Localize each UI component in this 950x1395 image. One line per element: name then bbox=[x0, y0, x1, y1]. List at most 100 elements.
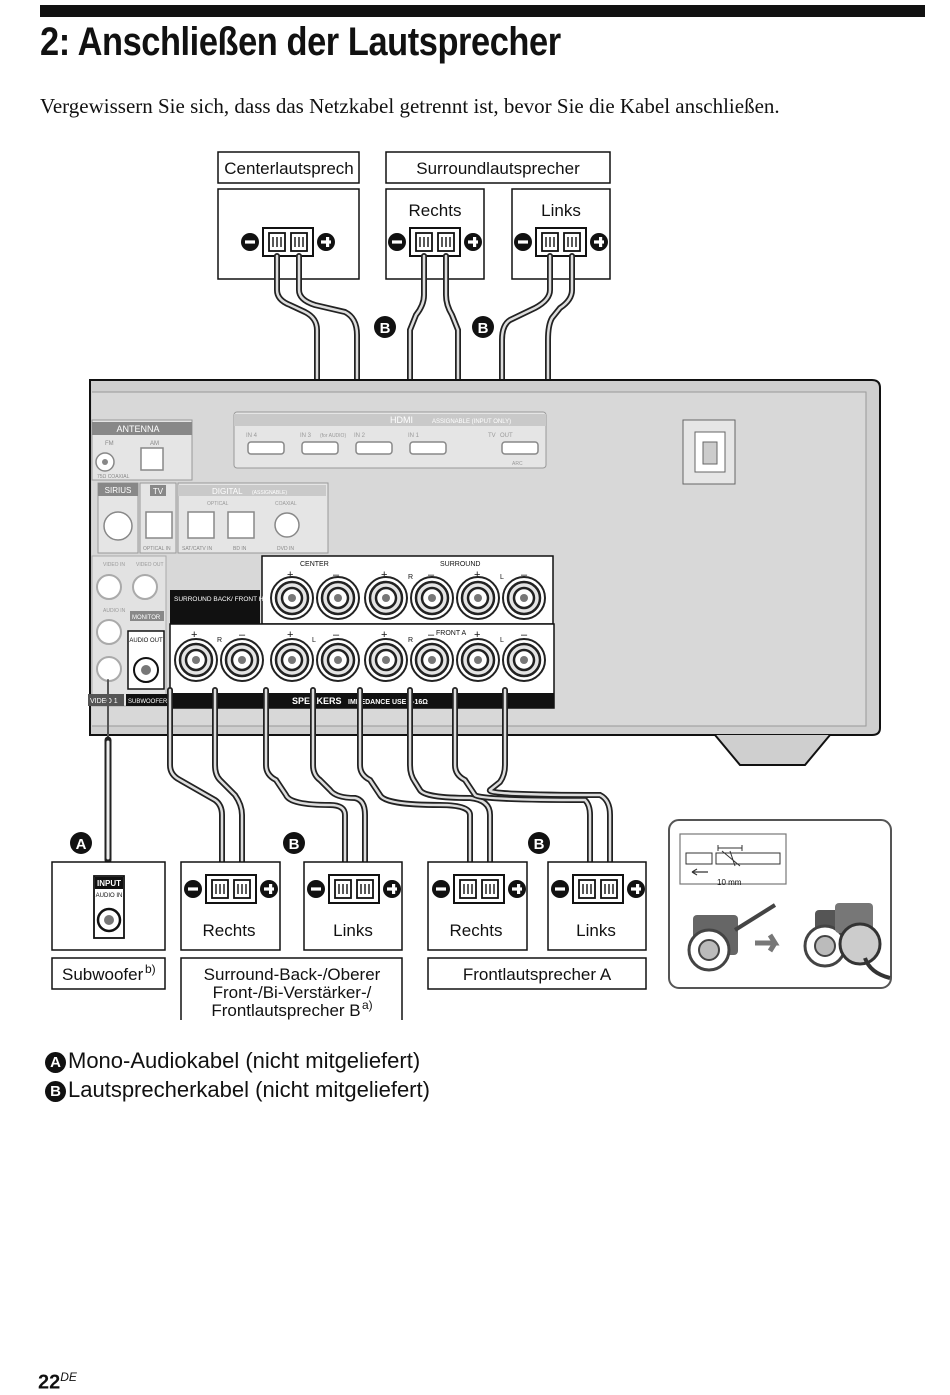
svg-text:MONITOR: MONITOR bbox=[132, 615, 161, 621]
svg-text:VIDEO IN: VIDEO IN bbox=[103, 562, 125, 568]
svg-text:SUBWOOFER: SUBWOOFER bbox=[128, 699, 168, 705]
wire-stripping-inset: 10 mm bbox=[668, 819, 892, 989]
svg-text:Surround-Back-/Oberer: Surround-Back-/Oberer bbox=[204, 965, 381, 984]
svg-text:+: + bbox=[381, 569, 387, 581]
svg-text:ANTENNA: ANTENNA bbox=[116, 424, 159, 434]
bottom-speaker-cables bbox=[104, 679, 613, 881]
svg-text:+: + bbox=[381, 629, 387, 641]
speaker-connection-diagram: Centerlautsprech Surroundlautsprecher Re… bbox=[51, 151, 892, 1020]
svg-text:SURROUND: SURROUND bbox=[440, 561, 480, 568]
svg-text:SPEAKERS: SPEAKERS bbox=[292, 696, 342, 706]
subwoofer-box: INPUT AUDIO IN Subwoofer b) bbox=[51, 861, 166, 990]
svg-text:AUDIO IN: AUDIO IN bbox=[103, 608, 126, 614]
svg-text:OUT: OUT bbox=[500, 433, 513, 439]
svg-text:DVD IN: DVD IN bbox=[277, 546, 294, 552]
svg-text:OPTICAL: OPTICAL bbox=[207, 501, 229, 507]
intro-text: Vergewissern Sie sich, dass das Netzkabe… bbox=[40, 94, 780, 118]
center-speaker: Centerlautsprech bbox=[217, 151, 360, 280]
svg-text:AM: AM bbox=[150, 441, 159, 447]
svg-text:–: – bbox=[333, 569, 340, 581]
svg-text:FM: FM bbox=[105, 441, 114, 447]
svg-text:IN 3: IN 3 bbox=[300, 433, 312, 439]
svg-text:Front-/Bi-Verstärker-/: Front-/Bi-Verstärker-/ bbox=[213, 983, 372, 1002]
svg-text:R: R bbox=[408, 574, 413, 581]
svg-text:IMPEDANCE USE 6-16Ω: IMPEDANCE USE 6-16Ω bbox=[348, 699, 428, 706]
svg-text:–: – bbox=[521, 629, 528, 641]
surround-back-speakers: Rechts Links Surround-Back-/Oberer Front… bbox=[180, 861, 403, 1020]
svg-text:Subwoofer: Subwoofer bbox=[62, 965, 144, 984]
page-number: 22DE bbox=[38, 1370, 77, 1394]
cable-badge-a: A bbox=[70, 832, 92, 854]
svg-text:AUDIO IN: AUDIO IN bbox=[96, 893, 123, 899]
svg-text:SIRIUS: SIRIUS bbox=[105, 486, 132, 495]
badge-a-icon: A bbox=[45, 1052, 66, 1073]
svg-text:FRONT A: FRONT A bbox=[436, 630, 467, 637]
svg-text:HDMI: HDMI bbox=[390, 415, 413, 425]
svg-text:B: B bbox=[478, 320, 489, 337]
svg-text:75Ω COAXIAL: 75Ω COAXIAL bbox=[97, 474, 130, 480]
svg-text:ARC: ARC bbox=[512, 461, 523, 467]
svg-text:Centerlautsprech: Centerlautsprech bbox=[224, 159, 353, 178]
svg-text:SURROUND BACK/ FRONT HIGH/ BI-: SURROUND BACK/ FRONT HIGH/ BI-AMP/ FRONT… bbox=[174, 596, 333, 603]
svg-text:–: – bbox=[333, 629, 340, 641]
front-a-speakers: Rechts Links Frontlautsprecher A bbox=[427, 861, 647, 990]
cable-badge-b-top-2: B bbox=[472, 316, 494, 338]
svg-text:OPTICAL IN: OPTICAL IN bbox=[143, 546, 171, 552]
svg-text:–: – bbox=[428, 629, 435, 641]
svg-text:Frontlautsprecher A: Frontlautsprecher A bbox=[463, 965, 612, 984]
svg-text:Links: Links bbox=[333, 921, 373, 940]
surround-right-label: Rechts bbox=[409, 201, 462, 220]
surround-left-label: Links bbox=[541, 201, 581, 220]
svg-text:+: + bbox=[287, 569, 293, 581]
svg-text:a): a) bbox=[362, 998, 373, 1012]
cable-badge-b-bottom-2: B bbox=[528, 832, 550, 854]
svg-text:B: B bbox=[289, 836, 300, 853]
cable-badge-b-top-1: B bbox=[374, 316, 396, 338]
svg-text:(ASSIGNABLE): (ASSIGNABLE) bbox=[252, 490, 287, 496]
svg-text:DIGITAL: DIGITAL bbox=[212, 487, 243, 496]
svg-text:R: R bbox=[217, 637, 222, 644]
terminal-signs: + – + – + – + – + – + – + – R L R L R L bbox=[191, 569, 528, 644]
svg-text:(for AUDIO): (for AUDIO) bbox=[320, 433, 346, 439]
svg-text:–: – bbox=[521, 569, 528, 581]
av-receiver-rear-panel: ANTENNA FM AM 75Ω COAXIAL HDMI ASSIGNABL… bbox=[88, 379, 881, 766]
svg-text:B: B bbox=[534, 836, 545, 853]
svg-text:b): b) bbox=[145, 962, 156, 976]
svg-text:TV: TV bbox=[488, 433, 496, 439]
svg-text:Surroundlautsprecher: Surroundlautsprecher bbox=[416, 159, 580, 178]
svg-text:BD IN: BD IN bbox=[233, 546, 247, 552]
svg-text:TV: TV bbox=[153, 487, 164, 496]
svg-text:Rechts: Rechts bbox=[203, 921, 256, 940]
svg-text:+: + bbox=[191, 629, 197, 641]
svg-text:L: L bbox=[312, 637, 316, 644]
top-speaker-cables bbox=[274, 253, 575, 563]
svg-text:VIDEO 1: VIDEO 1 bbox=[90, 698, 118, 705]
svg-text:SAT/CATV IN: SAT/CATV IN bbox=[182, 546, 212, 552]
svg-text:VIDEO OUT: VIDEO OUT bbox=[136, 562, 164, 568]
svg-text:A: A bbox=[76, 836, 87, 853]
svg-text:10 mm: 10 mm bbox=[717, 878, 742, 887]
svg-text:+: + bbox=[474, 569, 480, 581]
svg-text:+: + bbox=[287, 629, 293, 641]
cable-badge-b-bottom-1: B bbox=[283, 832, 305, 854]
svg-text:IN 1: IN 1 bbox=[408, 433, 420, 439]
svg-text:–: – bbox=[428, 569, 435, 581]
svg-text:L: L bbox=[500, 637, 504, 644]
svg-text:CENTER: CENTER bbox=[300, 561, 329, 568]
svg-text:Frontlautsprecher B: Frontlautsprecher B bbox=[211, 1001, 360, 1020]
svg-text:IN 4: IN 4 bbox=[246, 433, 258, 439]
svg-text:COAXIAL: COAXIAL bbox=[275, 501, 297, 507]
svg-text:ASSIGNABLE (INPUT ONLY): ASSIGNABLE (INPUT ONLY) bbox=[432, 419, 511, 425]
svg-text:–: – bbox=[239, 629, 246, 641]
svg-text:L: L bbox=[500, 574, 504, 581]
page-title: 2: Anschließen der Lautsprecher bbox=[40, 20, 561, 64]
svg-text:AUDIO OUT: AUDIO OUT bbox=[129, 638, 163, 644]
badge-b-icon: B bbox=[45, 1081, 66, 1102]
svg-text:+: + bbox=[474, 629, 480, 641]
surround-speakers: Surroundlautsprecher Rechts Links bbox=[385, 151, 611, 280]
header-rule bbox=[40, 5, 925, 17]
svg-text:IN 2: IN 2 bbox=[354, 433, 366, 439]
svg-text:INPUT: INPUT bbox=[97, 879, 121, 888]
